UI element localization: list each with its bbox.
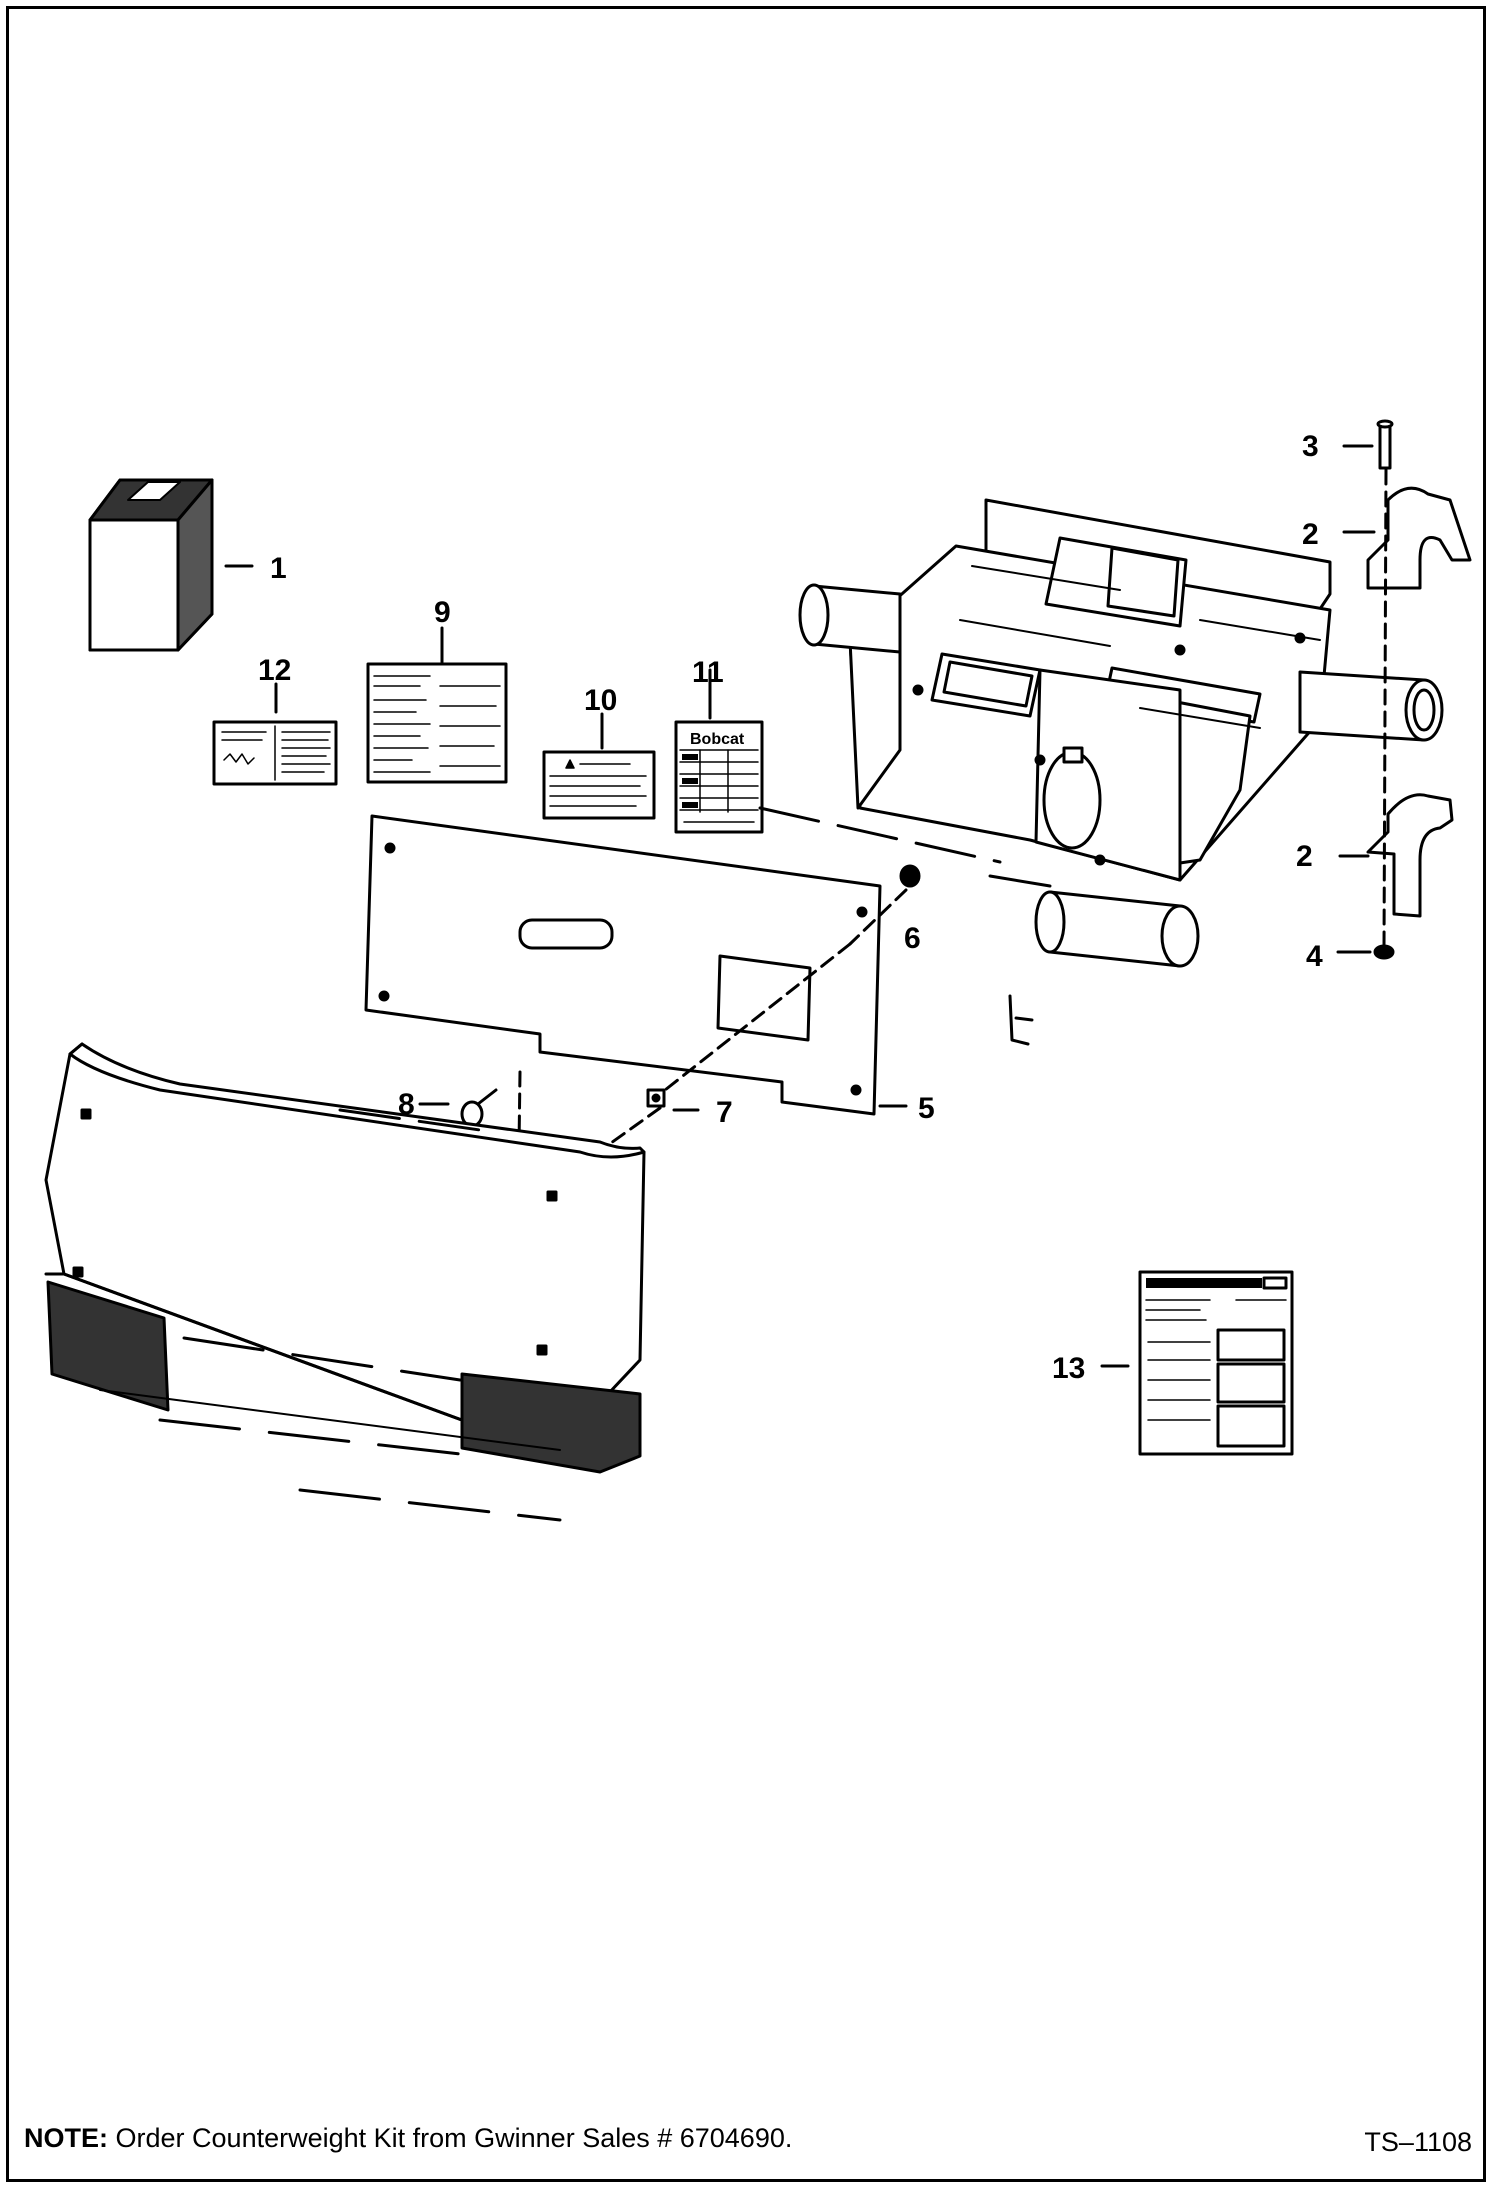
bolt-3 (1342, 419, 1394, 470)
instruction-sheet (1100, 1270, 1294, 1456)
nut-6 (658, 864, 921, 1096)
callout-6: 6 (904, 922, 921, 955)
note-text: Order Counterweight Kit from Gwinner Sal… (115, 2123, 793, 2153)
callout-7: 7 (716, 1096, 733, 1129)
callout-2-lower: 2 (1296, 840, 1313, 873)
callout-2-upper: 2 (1302, 518, 1319, 551)
callout-12: 12 (258, 654, 291, 687)
frame-tube-bottom (1034, 890, 1200, 968)
decal-11-brand: Bobcat (690, 731, 745, 748)
rear-housing (44, 1042, 646, 1522)
frame-tube-right (1298, 670, 1444, 742)
cover-plate (364, 814, 908, 1116)
clamp-upper (1342, 486, 1472, 590)
callout-5: 5 (918, 1092, 935, 1125)
washer-7 (602, 1088, 700, 1150)
callout-10: 10 (584, 684, 617, 717)
decal-10 (542, 712, 656, 820)
callout-13: 13 (1052, 1352, 1085, 1385)
callout-1: 1 (270, 552, 287, 585)
counterweight-block (88, 478, 254, 652)
callout-11: 11 (692, 656, 724, 689)
page-border (6, 6, 1486, 2182)
note-label: NOTE: (24, 2123, 108, 2153)
clamp-lower (1338, 793, 1454, 918)
frame-tube-left (798, 583, 902, 654)
bolt-8 (418, 1070, 522, 1222)
callout-9: 9 (434, 596, 451, 629)
callout-8: 8 (398, 1088, 415, 1121)
nut-4 (1336, 944, 1395, 960)
decal-12 (212, 682, 338, 786)
machine-frame (758, 498, 1444, 1046)
decal-9 (366, 626, 508, 784)
callout-3: 3 (1302, 430, 1319, 463)
callout-labels: 1 12 9 10 11 3 2 2 4 6 5 7 8 13 (258, 430, 1323, 1385)
figure-id: TS–1108 (1364, 2127, 1472, 2157)
callout-4: 4 (1306, 940, 1323, 973)
footer-note: NOTE: Order Counterweight Kit from Gwinn… (24, 2123, 792, 2154)
decal-11 (674, 668, 764, 834)
